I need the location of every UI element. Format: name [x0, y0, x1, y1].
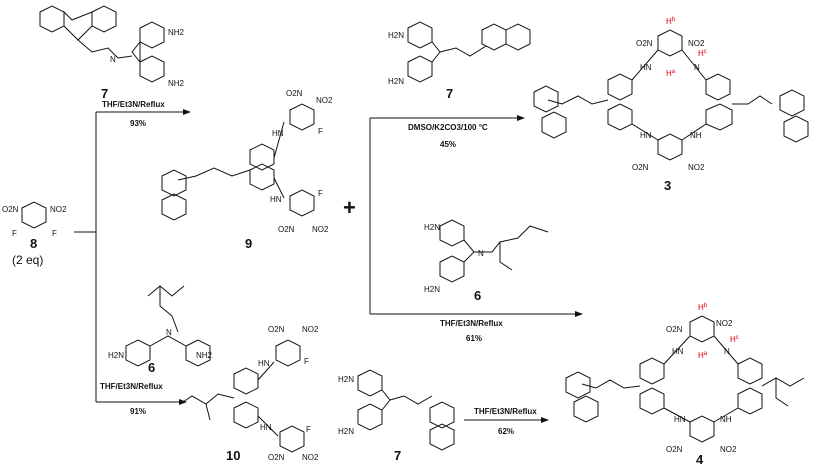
compound-7-top: N NH2 NH2 7: [39, 5, 185, 101]
hn-label: HN: [640, 63, 652, 72]
conditions-label: DMSO/K2CO3/100 °C: [408, 123, 488, 132]
no2-label: NO2: [50, 205, 67, 214]
h2n-label: H2N: [424, 285, 440, 294]
no2-label: NO2: [316, 96, 333, 105]
nh2-label: NH2: [196, 351, 213, 360]
hc-label: Hc: [730, 335, 739, 344]
compound-8: O2N NO2 F F 8 (2 eq): [2, 201, 67, 267]
compound-number: 7: [101, 86, 108, 101]
yield-label: 61%: [466, 334, 482, 343]
o2n-label: O2N: [666, 325, 683, 334]
nitrogen-label: N: [478, 249, 484, 258]
compound-number: 3: [664, 178, 671, 193]
hn-label: HN: [640, 131, 652, 140]
nh-label: NH: [720, 415, 732, 424]
conditions-label: THF/Et3N/Reflux: [100, 382, 163, 391]
conditions-label: THF/Et3N/Reflux: [474, 407, 537, 416]
nitrogen-label: N: [724, 347, 730, 356]
hn-label: HN: [674, 415, 686, 424]
nitrogen-label: N: [110, 55, 116, 64]
compound-4: O2N NO2 Hb Hc Ha HN N HN NH O2N NO2 4: [565, 303, 805, 466]
equivalents-label: (2 eq): [12, 253, 43, 267]
right-arrows: [369, 115, 583, 317]
yield-label: 91%: [130, 407, 146, 416]
compound-number: 9: [245, 236, 252, 251]
hn-label: HN: [258, 359, 270, 368]
compound-number: 7: [394, 448, 401, 463]
fluorine-label: F: [318, 127, 323, 136]
no2-label: NO2: [688, 163, 705, 172]
carbazole-structure: [39, 5, 165, 83]
hc-label: Hc: [698, 49, 707, 58]
benzene-ring: [21, 201, 47, 229]
nh2-label: NH2: [168, 79, 185, 88]
compound-6-left: N H2N NH2 6: [108, 285, 213, 375]
h2n-label: H2N: [338, 375, 354, 384]
ha-label: Ha: [666, 69, 676, 78]
hn-label: HN: [672, 347, 684, 356]
hn-label: HN: [260, 423, 272, 432]
plus-sign: +: [343, 195, 356, 220]
compound-number: 4: [696, 452, 704, 466]
hb-label: Hb: [666, 17, 676, 26]
h2n-label: H2N: [424, 223, 440, 232]
compound-10: O2N NO2 HN F HN F O2N NO2 10: [179, 325, 319, 463]
compound-9: O2N NO2 HN F HN F O2N NO2 9: [161, 89, 333, 251]
no2-label: NO2: [302, 325, 319, 334]
hn-label: HN: [270, 195, 282, 204]
compound-number: 6: [474, 288, 481, 303]
no2-label: NO2: [716, 319, 733, 328]
ha-label: Ha: [698, 351, 708, 360]
compound-number: 7: [446, 86, 453, 101]
nitrogen-label: N: [694, 63, 700, 72]
o2n-label: O2N: [636, 39, 653, 48]
no2-label: NO2: [720, 445, 737, 454]
h2n-label: H2N: [388, 77, 404, 86]
h2n-label: H2N: [338, 427, 354, 436]
fluorine-label: F: [52, 229, 57, 238]
o2n-label: O2N: [666, 445, 683, 454]
no2-label: NO2: [312, 225, 329, 234]
conditions-label: THF/Et3N/Reflux: [440, 319, 503, 328]
fluorine-label: F: [318, 189, 323, 198]
nitrogen-label: N: [166, 328, 172, 337]
compound-3: O2N NO2 Hb Hc Ha HN N HN NH O2N NO2 3: [533, 17, 809, 193]
h2n-label: H2N: [108, 351, 124, 360]
yield-label: 93%: [130, 119, 146, 128]
fluorine-label: F: [306, 425, 311, 434]
compound-number: 8: [30, 236, 37, 251]
h2n-label: H2N: [388, 31, 404, 40]
o2n-label: O2N: [632, 163, 649, 172]
fluorine-label: F: [304, 357, 309, 366]
nh-label: NH: [690, 131, 702, 140]
hb-label: Hb: [698, 303, 708, 312]
conditions-label: THF/Et3N/Reflux: [102, 100, 165, 109]
o2n-label: O2N: [278, 225, 295, 234]
o2n-label: O2N: [268, 453, 285, 462]
no2-label: NO2: [688, 39, 705, 48]
compound-6-right: H2N H2N N 6: [424, 219, 549, 303]
o2n-label: O2N: [286, 89, 303, 98]
no2-label: O2N: [2, 205, 19, 214]
hn-label: HN: [272, 129, 284, 138]
nh2-label: NH2: [168, 28, 185, 37]
yield-label: 45%: [440, 140, 456, 149]
yield-label: 62%: [498, 427, 514, 436]
no2-label: NO2: [302, 453, 319, 462]
compound-number: 6: [148, 360, 155, 375]
o2n-label: O2N: [268, 325, 285, 334]
compound-7-mid: H2N H2N 7: [388, 21, 531, 101]
fluorine-label: F: [12, 229, 17, 238]
branch-arrows: [74, 109, 191, 405]
compound-7-bottom: H2N H2N 7: [338, 369, 455, 463]
compound-number: 10: [226, 448, 240, 463]
